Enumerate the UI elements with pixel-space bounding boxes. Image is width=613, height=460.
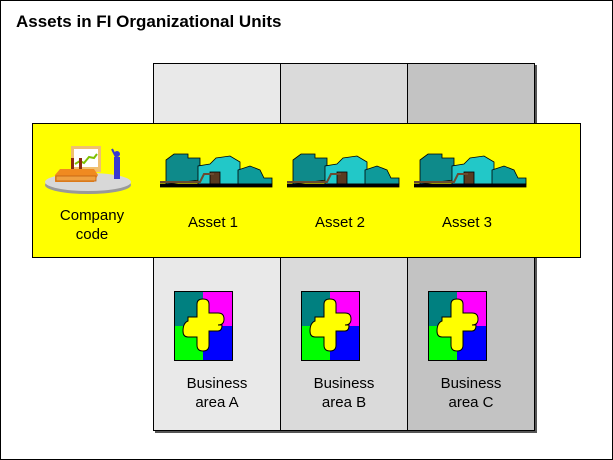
business-area-b-label: Business area B (294, 374, 394, 412)
company-code-label: Company code (42, 206, 142, 244)
asset-3-factory-icon (414, 153, 527, 188)
business-area-c-line2: area C (448, 394, 494, 411)
business-area-a-line1: Business (186, 375, 248, 392)
business-area-c-puzzle-icon (428, 291, 487, 361)
page-title: Assets in FI Organizational Units (16, 12, 282, 31)
company-code-icon (45, 146, 131, 194)
business-area-c-line1: Business (440, 375, 502, 392)
business-area-b-line1: Business (313, 375, 375, 392)
business-area-c-label: Business area C (421, 374, 521, 412)
business-area-a-line2: area A (195, 394, 239, 411)
company-code-label-line1: Company (59, 207, 125, 224)
business-area-a-label: Business area A (167, 374, 267, 412)
asset-2-factory-icon (287, 153, 400, 188)
company-code-label-line2: code (75, 226, 109, 243)
asset-1-label: Asset 1 (187, 214, 239, 231)
company-code-band (32, 123, 581, 258)
business-area-a-puzzle-icon (174, 291, 233, 361)
business-area-b-line2: area B (321, 394, 367, 411)
asset-1-factory-icon (160, 153, 273, 188)
asset-3-label: Asset 3 (441, 214, 493, 231)
business-area-b-puzzle-icon (301, 291, 360, 361)
asset-2-label: Asset 2 (314, 214, 366, 231)
